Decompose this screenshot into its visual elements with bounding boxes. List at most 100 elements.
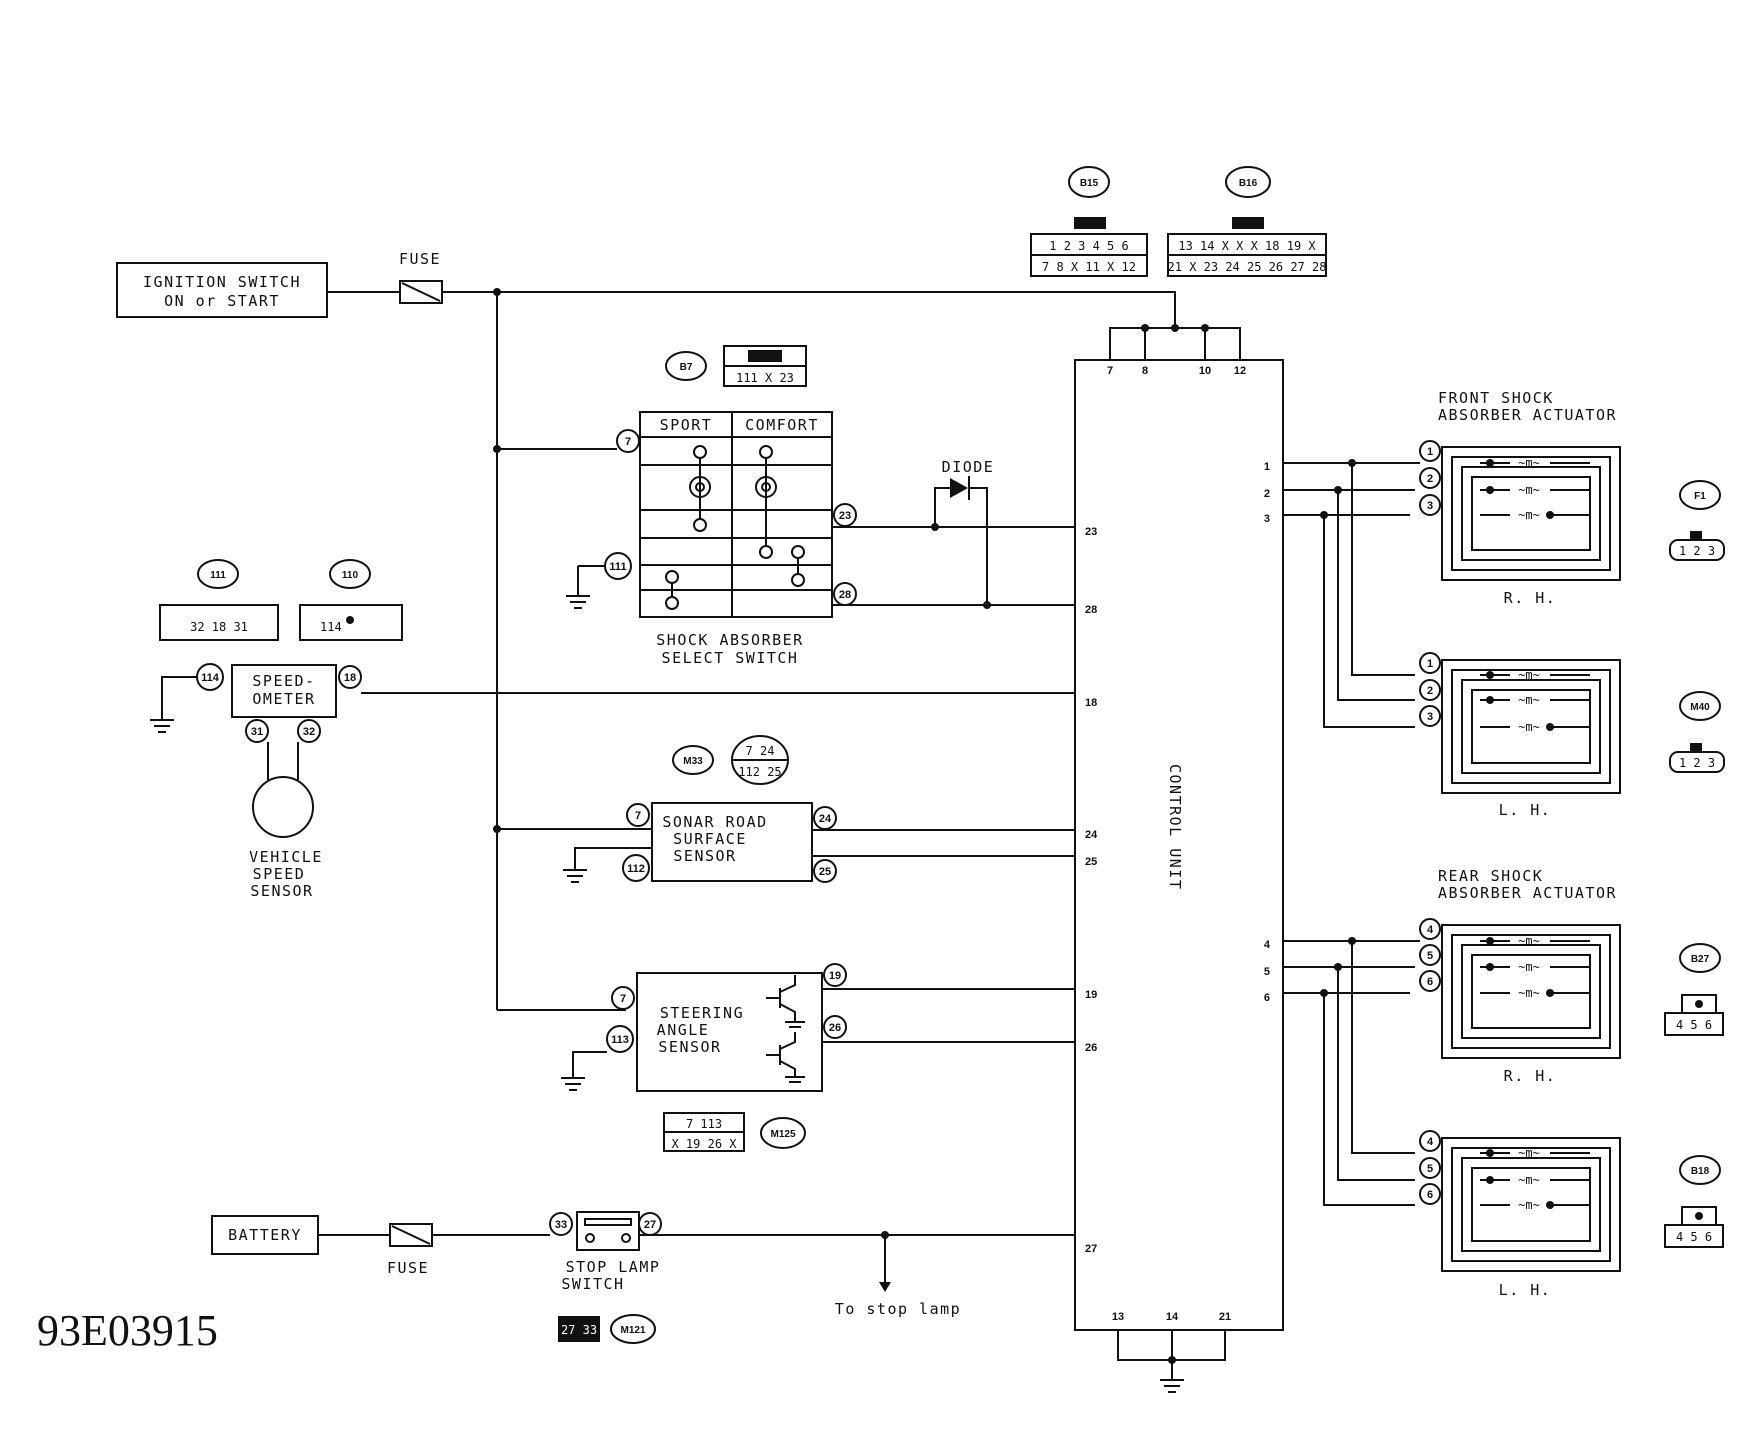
svg-text:111 X 23: 111 X 23	[736, 371, 794, 385]
svg-text:31: 31	[251, 726, 263, 738]
svg-text:24: 24	[819, 813, 832, 825]
front-lh-actuator: 1 2 3 ~m~ ~m~ ~m~	[1419, 652, 1621, 794]
svg-text:8: 8	[1142, 365, 1148, 377]
svg-text:~m~: ~m~	[1518, 720, 1540, 734]
svg-text:~m~: ~m~	[1518, 986, 1540, 1000]
svg-text:33: 33	[555, 1219, 567, 1231]
ground-symbol-cu	[1160, 1379, 1184, 1393]
front-rh-label: R. H.	[1504, 589, 1557, 607]
svg-text:6: 6	[1264, 992, 1270, 1004]
svg-text:1: 1	[1427, 658, 1433, 670]
to-stop-lamp-label: To stop lamp	[835, 1300, 961, 1318]
svg-text:1: 1	[1427, 446, 1433, 458]
fuse-bottom	[389, 1223, 433, 1247]
svg-text:111: 111	[210, 570, 226, 581]
connector-b18: B18 4 5 6	[1664, 1155, 1724, 1248]
battery: BATTERY	[211, 1215, 319, 1255]
ground-symbol-switch	[566, 595, 590, 609]
svg-text:13 14 X X X 18 19 X: 13 14 X X X 18 19 X	[1178, 239, 1316, 253]
svg-text:18: 18	[344, 672, 356, 684]
svg-text:VEHICLE: VEHICLE	[249, 848, 323, 866]
svg-text:32 18 31: 32 18 31	[190, 620, 248, 634]
connector-m121: 27 33 M121	[558, 1314, 656, 1344]
svg-text:~m~: ~m~	[1518, 668, 1540, 682]
svg-text:26: 26	[1085, 1042, 1097, 1054]
connector-110: 110 114	[299, 559, 403, 641]
svg-text:OMETER: OMETER	[252, 690, 315, 708]
ignition-switch: IGNITION SWITCH ON or START	[116, 262, 328, 318]
svg-text:SURFACE: SURFACE	[673, 830, 747, 848]
svg-text:27: 27	[644, 1219, 656, 1231]
svg-text:5: 5	[1264, 966, 1270, 978]
rear-actuator-label-2: ABSORBER ACTUATOR	[1438, 884, 1617, 902]
front-lh-label: L. H.	[1499, 801, 1552, 819]
svg-text:SPEED: SPEED	[253, 865, 306, 883]
svg-text:111: 111	[609, 561, 626, 573]
svg-text:12: 12	[1234, 365, 1246, 377]
steering-angle-sensor: STEERING ANGLE SENSOR	[636, 972, 823, 1092]
svg-text:1 2 3: 1 2 3	[1679, 544, 1715, 558]
svg-text:7 8 X 11 X 12: 7 8 X 11 X 12	[1042, 260, 1136, 274]
svg-text:4: 4	[1264, 939, 1271, 951]
svg-text:27 33: 27 33	[561, 1323, 597, 1337]
svg-text:26: 26	[829, 1022, 841, 1034]
svg-text:114: 114	[201, 672, 220, 684]
svg-text:X 19 26 X: X 19 26 X	[671, 1137, 737, 1151]
ignition-label-1: IGNITION SWITCH	[143, 273, 301, 291]
svg-text:5: 5	[1427, 950, 1433, 962]
svg-text:~m~: ~m~	[1518, 483, 1540, 497]
svg-text:BATTERY: BATTERY	[228, 1226, 302, 1244]
sport-label: SPORT	[660, 416, 713, 434]
svg-text:14: 14	[1166, 1311, 1179, 1323]
svg-text:2: 2	[1264, 488, 1270, 500]
svg-text:F1: F1	[1694, 491, 1706, 502]
connector-b7: B7 28 7 111 X 23	[665, 345, 807, 387]
svg-text:110: 110	[342, 570, 359, 581]
svg-text:4 5 6: 4 5 6	[1676, 1230, 1712, 1244]
front-actuator-label-1: FRONT SHOCK	[1438, 389, 1554, 407]
svg-text:B27: B27	[1691, 954, 1710, 965]
svg-text:STEERING: STEERING	[660, 1004, 744, 1022]
svg-text:5: 5	[1427, 1163, 1433, 1175]
fuse-top-label: FUSE	[399, 250, 441, 268]
svg-text:32: 32	[303, 726, 315, 738]
svg-text:25: 25	[1085, 856, 1097, 868]
connector-m33: M33 7 24 112 25	[672, 735, 789, 785]
figure-code: 93E03915	[37, 1306, 218, 1355]
svg-text:113: 113	[611, 1034, 629, 1046]
select-switch-label-2: SELECT SWITCH	[662, 649, 799, 667]
svg-text:27: 27	[1085, 1243, 1097, 1255]
svg-text:112: 112	[627, 863, 645, 875]
svg-text:6: 6	[1427, 1189, 1433, 1201]
svg-text:7: 7	[625, 436, 631, 448]
ground-symbol-speedo	[150, 719, 174, 733]
ground-symbol-sonar	[563, 869, 587, 883]
svg-text:M33: M33	[683, 756, 703, 767]
svg-text:7 24: 7 24	[746, 744, 775, 758]
rear-rh-label: R. H.	[1504, 1067, 1557, 1085]
connector-b15: B15 1 2 3 4 5 6 7 8 X 11 X 12	[1030, 166, 1148, 277]
svg-text:19: 19	[1085, 989, 1097, 1001]
control-unit: CONTROL UNIT 7 8 10 12 23 28 18 24 25 19…	[1074, 359, 1284, 1331]
svg-text:7: 7	[620, 993, 626, 1005]
svg-text:~m~: ~m~	[1518, 1173, 1540, 1187]
svg-text:7: 7	[635, 810, 641, 822]
svg-text:2: 2	[1427, 473, 1433, 485]
svg-text:SENSOR: SENSOR	[250, 882, 313, 900]
svg-text:4 5 6: 4 5 6	[1676, 1018, 1712, 1032]
rear-lh-label: L. H.	[1499, 1281, 1552, 1299]
svg-text:7 113: 7 113	[686, 1117, 722, 1131]
connector-f1: F1 1 2 3	[1669, 480, 1725, 561]
front-actuator-label-2: ABSORBER ACTUATOR	[1438, 406, 1617, 424]
svg-text:~m~: ~m~	[1518, 1198, 1540, 1212]
svg-text:B7: B7	[680, 362, 693, 373]
svg-text:7: 7	[1107, 365, 1113, 377]
svg-text:2: 2	[1427, 685, 1433, 697]
diode	[950, 476, 970, 500]
svg-text:SENSOR: SENSOR	[673, 847, 736, 865]
connector-m125: 7 113 X 19 26 X M125	[663, 1112, 806, 1152]
svg-text:3: 3	[1427, 711, 1433, 723]
vehicle-speed-sensor	[252, 776, 314, 838]
svg-text:28: 28	[839, 589, 851, 601]
